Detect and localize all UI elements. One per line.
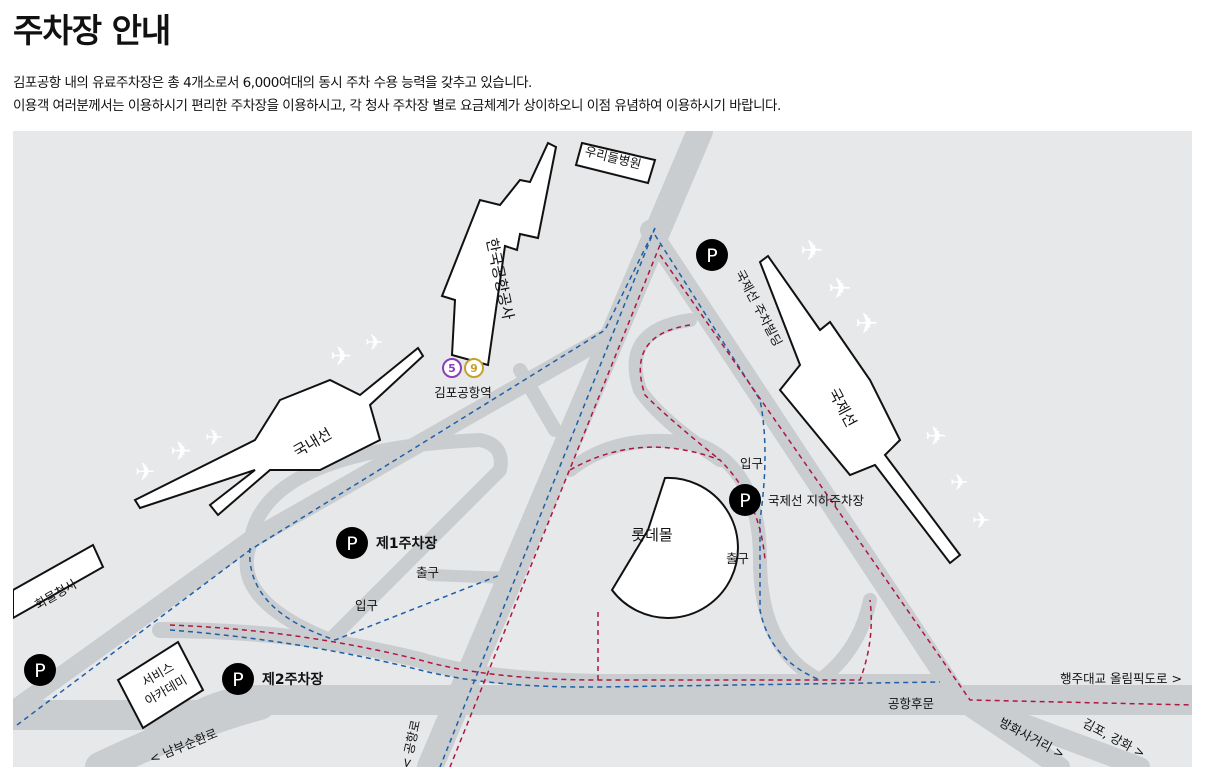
svg-text:✈: ✈ <box>135 458 155 486</box>
parking-markers <box>24 239 761 695</box>
parking-icon: P <box>706 245 717 267</box>
svg-text:✈: ✈ <box>170 437 192 467</box>
station-name: 김포공항역 <box>434 385 492 400</box>
cargo-building <box>13 543 105 620</box>
lotte-label: 롯데몰 <box>631 526 672 544</box>
road-haengju: 행주대교 올림픽도로 > <box>1060 671 1182 686</box>
entrance-label: 입구 <box>740 456 763 471</box>
svg-text:✈: ✈ <box>828 272 851 305</box>
lot2-label: 제2주차장 <box>262 671 323 688</box>
svg-text:✈: ✈ <box>205 426 223 451</box>
entrance-label: 입구 <box>355 598 378 613</box>
road-back-gate: 공항후문 <box>888 696 934 711</box>
parking-icon: P <box>34 660 45 682</box>
svg-text:✈: ✈ <box>972 509 990 534</box>
exit-label: 출구 <box>726 551 749 566</box>
buildings <box>13 141 962 730</box>
description-line: 이용객 여러분께서는 이용하시기 편리한 주차장을 이용하시고, 각 청사 주차… <box>13 98 781 114</box>
page-title: 주차장 안내 <box>13 11 171 50</box>
domestic-building <box>133 346 425 517</box>
parking-icon: P <box>346 533 357 555</box>
lotte-building <box>610 476 739 619</box>
svg-text:✈: ✈ <box>800 234 823 267</box>
line5-badge: 5 <box>448 362 456 375</box>
svg-text:✈: ✈ <box>925 422 947 452</box>
description: 김포공항 내의 유료주차장은 총 4개소로서 6,000여대의 동시 주차 수용… <box>13 72 781 118</box>
description-line: 김포공항 내의 유료주차장은 총 4개소로서 6,000여대의 동시 주차 수용… <box>13 75 532 91</box>
parking-icon: P <box>232 669 243 691</box>
parking-icon: P <box>739 490 750 512</box>
svg-text:✈: ✈ <box>330 342 352 372</box>
academy-building <box>116 640 205 730</box>
svg-text:✈: ✈ <box>855 307 878 340</box>
svg-text:✈: ✈ <box>365 331 383 356</box>
line9-badge: 9 <box>470 362 478 375</box>
svg-text:✈: ✈ <box>950 471 968 496</box>
route-red <box>169 244 1192 767</box>
lot1-label: 제1주차장 <box>376 535 437 552</box>
hospital-building <box>574 141 657 185</box>
airplanes: ✈✈ ✈✈✈ ✈✈✈ ✈✈✈ <box>135 234 990 534</box>
exit-label: 출구 <box>416 565 439 580</box>
route-blue <box>16 227 941 767</box>
station-badges: 5 9 김포공항역 <box>434 358 492 400</box>
international-building <box>758 254 962 565</box>
parking-map: ✈✈ ✈✈✈ ✈✈✈ ✈✈✈ 5 9 김포공항역 P P P P P 우리들병원… <box>13 131 1192 767</box>
intl-underground-label: 국제선 지하주차장 <box>768 493 864 508</box>
kac-building <box>440 141 558 367</box>
